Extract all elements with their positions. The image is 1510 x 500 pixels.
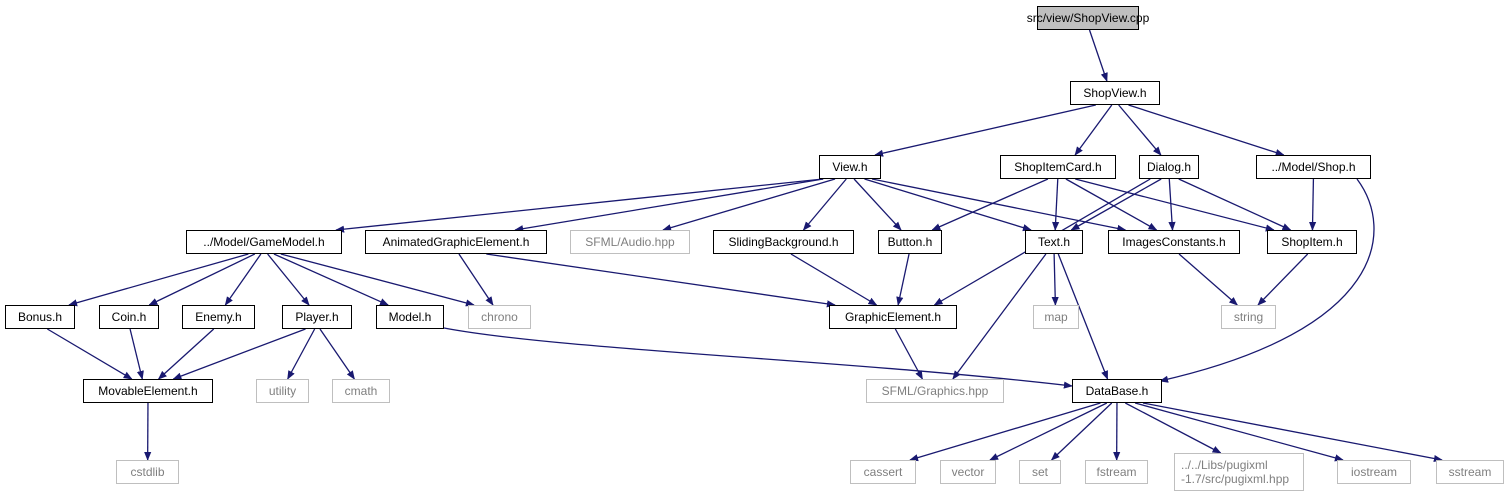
node-sfml-audio[interactable]: SFML/Audio.hpp <box>570 230 690 254</box>
node-view-h[interactable]: View.h <box>819 155 881 179</box>
edge-shopitemcard-h-to-button-h <box>931 178 1049 231</box>
edge-text-h-to-database-h <box>1057 253 1109 380</box>
node-gamemodel-h[interactable]: ../Model/GameModel.h <box>186 230 342 254</box>
edge-shopview-h-to-view-h <box>874 104 1096 157</box>
node-cassert[interactable]: cassert <box>850 460 916 484</box>
edge-view-h-to-button-h <box>853 178 902 231</box>
edge-bonus-h-to-movable-h <box>47 328 133 380</box>
edge-enemy-h-to-movable-h <box>157 328 215 380</box>
node-bonus-h[interactable]: Bonus.h <box>5 305 75 329</box>
edge-player-h-to-movable-h <box>172 328 306 380</box>
edge-shopitemcard-h-to-imagesconst-h <box>1065 178 1158 231</box>
edges-layer <box>47 29 1443 463</box>
edge-gamemodel-h-to-player-h <box>267 253 310 306</box>
node-imagesconst-h[interactable]: ImagesConstants.h <box>1108 230 1240 254</box>
node-label-line: ../../Libs/pugixml <box>1181 458 1268 472</box>
edge-gamemodel-h-to-enemy-h <box>224 253 262 306</box>
edge-shopview-h-to-model-shop-h <box>1128 104 1285 156</box>
edge-shopview-h-to-shopitemcard-h <box>1074 104 1113 156</box>
edge-gamemodel-h-to-coin-h <box>148 253 256 306</box>
node-graphicelement-h[interactable]: GraphicElement.h <box>829 305 957 329</box>
edge-coin-h-to-movable-h <box>129 328 144 380</box>
edge-view-h-to-imagesconst-h <box>871 178 1127 232</box>
edge-model-shop-h-to-database-h <box>1159 178 1375 383</box>
edge-player-h-to-utility <box>287 328 316 380</box>
edge-text-h-to-map <box>1051 253 1059 306</box>
edge-model-h-to-database-h <box>443 327 1073 389</box>
edge-shopitemcard-h-to-shopitem-h <box>1075 178 1275 232</box>
node-map[interactable]: map <box>1033 305 1079 329</box>
edge-imagesconst-h-to-string <box>1178 253 1238 306</box>
edge-database-h-to-sstream <box>1142 402 1443 463</box>
edge-gamemodel-h-to-bonus-h <box>68 253 249 307</box>
node-cstdlib[interactable]: cstdlib <box>116 460 179 484</box>
edge-text-h-to-sfml-graphics <box>952 253 1047 380</box>
edge-player-h-to-cmath <box>319 328 355 380</box>
edge-view-h-to-text-h <box>864 178 1032 232</box>
edge-view-h-to-sliding-h <box>802 178 847 231</box>
edge-view-h-to-animated-h <box>514 178 824 233</box>
node-shopitemcard-h[interactable]: ShopItemCard.h <box>1000 155 1116 179</box>
node-sfml-graphics[interactable]: SFML/Graphics.hpp <box>866 379 1004 403</box>
edge-graphicelement-h-to-sfml-graphics <box>894 328 923 380</box>
node-button-h[interactable]: Button.h <box>878 230 942 254</box>
edge-shopitemcard-h-to-text-h <box>1052 178 1060 231</box>
node-sstream[interactable]: sstream <box>1436 460 1504 484</box>
edge-sliding-h-to-graphicelement-h <box>790 253 878 306</box>
edge-database-h-to-pugixml <box>1124 402 1222 454</box>
node-text-h[interactable]: Text.h <box>1025 230 1083 254</box>
node-set[interactable]: set <box>1019 460 1061 484</box>
edge-database-h-to-cassert <box>909 402 1101 462</box>
node-animated-h[interactable]: AnimatedGraphicElement.h <box>365 230 547 254</box>
edge-gamemodel-h-to-chrono <box>280 253 475 307</box>
edge-animated-h-to-graphicelement-h <box>486 253 836 308</box>
edge-view-h-to-sfml-audio <box>662 178 836 232</box>
node-vector[interactable]: vector <box>940 460 996 484</box>
edge-model-shop-h-to-shopitem-h <box>1309 178 1317 231</box>
node-shopitem-h[interactable]: ShopItem.h <box>1267 230 1357 254</box>
edge-dialog-h-to-shopitem-h <box>1178 178 1292 231</box>
node-utility[interactable]: utility <box>256 379 309 403</box>
edge-shopview-cpp-to-shopview-h <box>1088 29 1108 82</box>
node-database-h[interactable]: DataBase.h <box>1072 379 1162 403</box>
node-chrono[interactable]: chrono <box>468 305 531 329</box>
node-player-h[interactable]: Player.h <box>282 305 352 329</box>
edge-shopview-h-to-dialog-h <box>1118 104 1162 156</box>
edge-dialog-h-to-imagesconst-h <box>1168 178 1176 231</box>
node-enemy-h[interactable]: Enemy.h <box>182 305 255 329</box>
node-iostream[interactable]: iostream <box>1337 460 1411 484</box>
node-label-line: -1.7/src/pugixml.hpp <box>1181 472 1290 486</box>
edge-button-h-to-graphicelement-h <box>896 253 910 306</box>
node-movable-h[interactable]: MovableElement.h <box>83 379 213 403</box>
edge-dialog-h-to-text-h <box>1070 178 1162 231</box>
node-cmath[interactable]: cmath <box>332 379 390 403</box>
edge-shopitem-h-to-string <box>1257 253 1309 306</box>
edge-database-h-to-iostream <box>1134 402 1344 462</box>
node-shopview-h[interactable]: ShopView.h <box>1070 81 1160 105</box>
edge-animated-h-to-chrono <box>458 253 494 306</box>
node-string[interactable]: string <box>1221 305 1276 329</box>
edge-database-h-to-set <box>1050 402 1113 461</box>
node-fstream[interactable]: fstream <box>1085 460 1148 484</box>
node-shopview-cpp[interactable]: src/view/ShopView.cpp <box>1027 6 1149 30</box>
node-model-h[interactable]: Model.h <box>376 305 444 329</box>
node-model-shop-h[interactable]: ../Model/Shop.h <box>1256 155 1371 179</box>
node-sliding-h[interactable]: SlidingBackground.h <box>713 230 854 254</box>
edge-gamemodel-h-to-model-h <box>273 253 389 306</box>
edge-view-h-to-gamemodel-h <box>335 178 824 233</box>
node-coin-h[interactable]: Coin.h <box>99 305 159 329</box>
node-dialog-h[interactable]: Dialog.h <box>1139 155 1199 179</box>
edge-database-h-to-vector <box>989 402 1108 461</box>
node-pugixml[interactable]: ../../Libs/pugixml-1.7/src/pugixml.hpp <box>1174 453 1304 491</box>
